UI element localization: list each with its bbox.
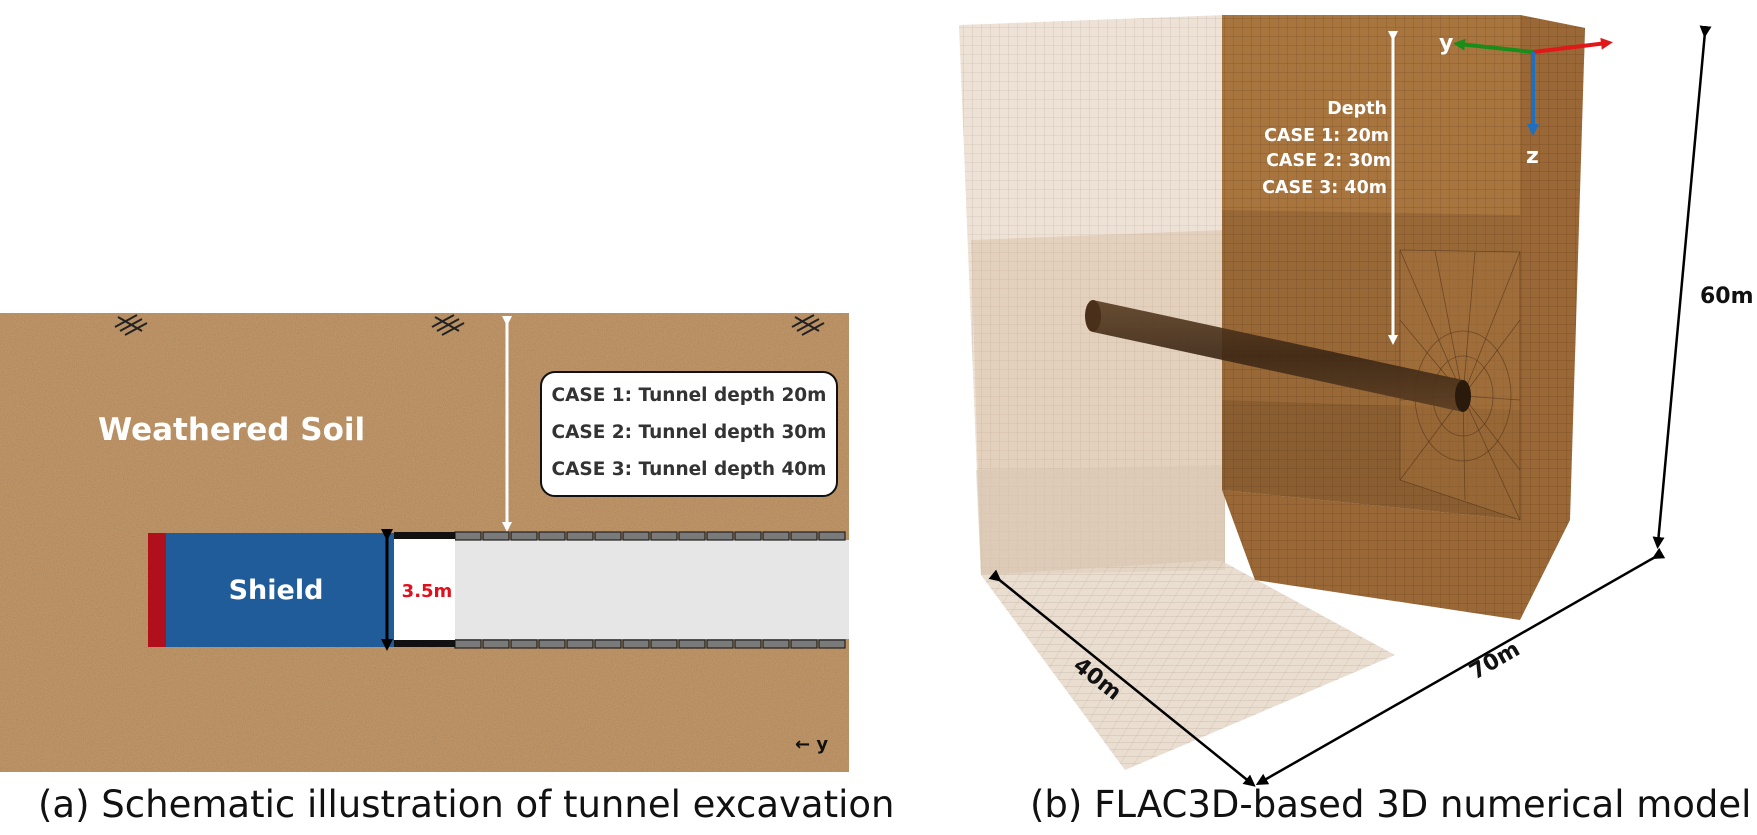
- depth-case-1: CASE 1: 20m: [1264, 126, 1389, 146]
- z-axis-label: z: [1526, 144, 1539, 169]
- lining-segment: [790, 639, 818, 649]
- tail-void: [394, 533, 455, 647]
- lining-segment: [566, 531, 594, 541]
- lining-segment: [678, 639, 706, 649]
- lining-segment: [818, 531, 846, 541]
- lining-segment: [734, 531, 762, 541]
- lining-segment: [762, 639, 790, 649]
- lining-segment: [510, 639, 538, 649]
- lining-segment: [454, 639, 482, 649]
- soil-label: Weathered Soil: [98, 412, 365, 448]
- lining-segment: [818, 639, 846, 649]
- depth-cases: Depth CASE 1: 20m CASE 2: 30m CASE 3: 40…: [1262, 99, 1391, 198]
- case-2-text: CASE 2: Tunnel depth 30m: [552, 422, 827, 443]
- lining-segment: [734, 639, 762, 649]
- lining-segment: [622, 531, 650, 541]
- y-axis-direction-label: ← y: [795, 734, 828, 755]
- lining-segment: [762, 531, 790, 541]
- case-1-text: CASE 1: Tunnel depth 20m: [552, 385, 827, 406]
- lining-segment: [538, 531, 566, 541]
- coordinate-axes: x y z: [1439, 31, 1631, 169]
- tunnel-lining-interior: [455, 540, 849, 639]
- length-dimension-line: [1255, 547, 1666, 785]
- tunnel-schematic-panel: Weathered Soil CASE 1: Tunnel depth 20m …: [0, 313, 849, 772]
- caption-a: (a) Schematic illustration of tunnel exc…: [38, 783, 895, 826]
- diameter-label: 3.5m: [402, 581, 453, 602]
- depth-title: Depth: [1327, 99, 1387, 119]
- lining-segment: [510, 531, 538, 541]
- width-dimension-line: [988, 569, 1256, 787]
- lining-segments-bottom: [454, 639, 846, 649]
- x-axis-arrow: [1532, 37, 1613, 54]
- caption-b: (b) FLAC3D-based 3D numerical model: [1030, 783, 1752, 826]
- lining-segment: [790, 531, 818, 541]
- lining-segment: [538, 639, 566, 649]
- lining-segment: [678, 531, 706, 541]
- depth-case-2: CASE 2: 30m: [1266, 151, 1391, 171]
- y-axis-arrow: [1453, 38, 1534, 54]
- shield-label: Shield: [229, 575, 324, 606]
- lining-segment: [622, 639, 650, 649]
- depth-case-3: CASE 3: 40m: [1262, 178, 1387, 198]
- lining-segments-top: [454, 531, 846, 541]
- lining-segment: [482, 531, 510, 541]
- case-depth-box: CASE 1: Tunnel depth 20m CASE 2: Tunnel …: [540, 371, 838, 497]
- y-axis-label: y: [1439, 31, 1453, 56]
- cutter-face: [148, 533, 166, 647]
- lining-segment: [706, 639, 734, 649]
- length-dimension-label: 70m: [1466, 637, 1525, 685]
- lining-segment: [594, 531, 622, 541]
- ground-surface-hatch-marks: [114, 314, 825, 336]
- lining-segment: [566, 639, 594, 649]
- numerical-model-panel: Depth CASE 1: 20m CASE 2: 30m CASE 3: 40…: [945, 0, 1757, 790]
- lining-segment: [482, 639, 510, 649]
- height-dimension-label: 60m: [1700, 284, 1754, 309]
- case-3-text: CASE 3: Tunnel depth 40m: [552, 459, 827, 480]
- x-axis-label: x: [1617, 31, 1631, 56]
- lining-segment: [650, 639, 678, 649]
- shield-body: [166, 533, 394, 647]
- tunnel-tube: [1093, 300, 1463, 412]
- height-dimension-line: [1652, 25, 1712, 549]
- lining-segment: [454, 531, 482, 541]
- lining-segment: [706, 531, 734, 541]
- lining-segment: [650, 531, 678, 541]
- lining-segment: [594, 639, 622, 649]
